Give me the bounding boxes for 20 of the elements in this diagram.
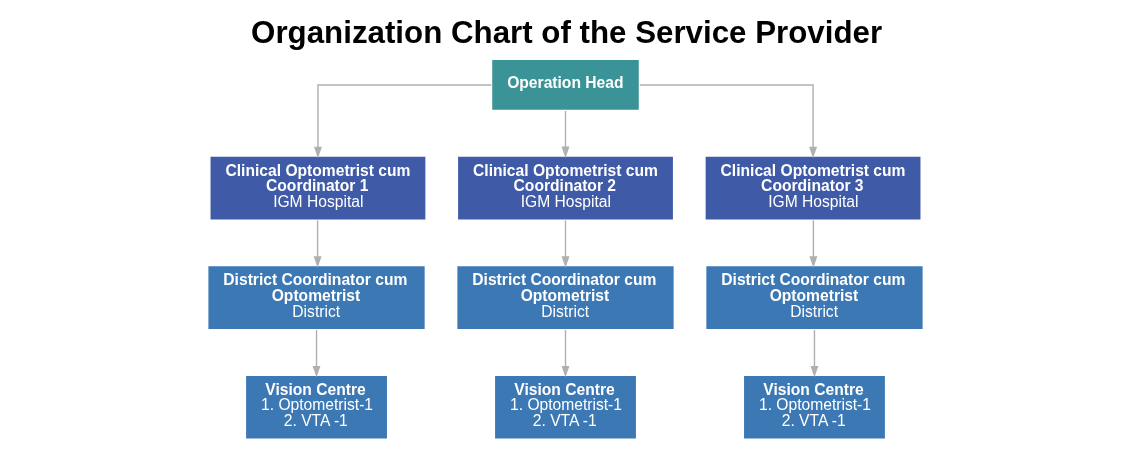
arrow: [313, 219, 322, 268]
node-box: District Coordinator cum Optometrist District: [704, 264, 924, 331]
node-box: District Coordinator cum Optometrist District: [206, 264, 426, 331]
arrow: [312, 329, 321, 378]
node-box: Operation Head: [490, 58, 640, 112]
arrow: [809, 329, 818, 378]
arrow: [313, 84, 492, 159]
arrow: [638, 84, 817, 159]
node-box: Vision Centre 1. Optometrist-1 2. VTA -1: [493, 374, 637, 440]
arrow: [808, 219, 817, 268]
arrow: [561, 110, 569, 158]
node-box: District Coordinator cum Optometrist District: [455, 264, 675, 331]
node-box: Vision Centre 1. Optometrist-1 2. VTA -1: [244, 374, 388, 440]
arrow: [561, 219, 569, 268]
node-box: Clinical Optometrist cum Coordinator 2 IGM Hospital: [456, 155, 674, 221]
node-box: Vision Centre 1. Optometrist-1 2. VTA -1: [742, 374, 886, 440]
diagram-title: Organization Chart of the Service Provider: [250, 15, 882, 51]
node-box: Clinical Optometrist cum Coordinator 3 IGM Hospital: [703, 155, 922, 221]
arrow: [561, 329, 569, 378]
node-box: Clinical Optometrist cum Coordinator 1 IGM Hospital: [208, 155, 427, 221]
